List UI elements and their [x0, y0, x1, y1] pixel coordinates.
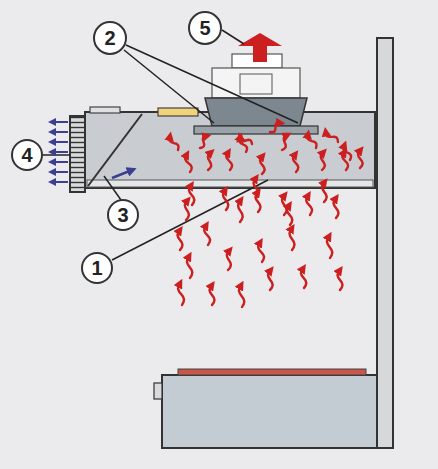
airflow-arrow: [178, 230, 183, 250]
airflow-arrow: [239, 285, 244, 307]
airflow-arrow: [210, 285, 215, 305]
leader-line: [104, 176, 121, 200]
airflow-arrow: [293, 154, 298, 172]
airflow-arrow: [306, 195, 312, 215]
airflow-arrow: [358, 150, 363, 168]
exhaust-air-arrow: [52, 171, 68, 173]
leader-line: [42, 154, 70, 156]
airflow-arrow: [338, 270, 343, 290]
airflow-arrow: [185, 154, 192, 172]
fan-inlet: [194, 126, 318, 134]
airflow-arrow: [270, 123, 281, 132]
airflow-arrow: [321, 152, 325, 170]
airflow-arrow: [344, 145, 352, 160]
airflow-arrow: [326, 132, 338, 142]
airflow-arrow: [327, 236, 332, 258]
airflow-arrow: [254, 178, 259, 198]
airflow-arrow: [308, 134, 317, 148]
leader-line: [124, 50, 214, 123]
airflow-arrow: [178, 283, 184, 305]
airflow-arrow: [260, 156, 265, 174]
baffle-line: [88, 114, 142, 186]
knob: [154, 383, 162, 399]
callout-number: 2: [93, 21, 127, 55]
exhaust-air-arrow: [52, 161, 68, 163]
wall: [377, 38, 393, 448]
airflow-arrow: [226, 152, 232, 170]
exhaust-air-arrow: [52, 141, 68, 143]
airflow-arrow: [223, 190, 228, 210]
hood-port: [90, 107, 120, 113]
exhaust-air-arrow: [52, 181, 68, 183]
filter-grille: [70, 116, 85, 192]
airflow-arrow: [282, 135, 288, 150]
airflow-arrow: [170, 136, 179, 150]
callout-text: 5: [199, 18, 210, 38]
airflow-arrow: [189, 185, 194, 205]
airflow-arrow: [238, 200, 243, 222]
leader-line: [222, 30, 244, 44]
airflow-arrow: [187, 256, 192, 278]
fan-housing: [212, 68, 300, 98]
hood-light: [158, 108, 198, 116]
hood-lower-edge: [87, 180, 373, 187]
airflow-arrow: [301, 268, 306, 288]
callout-number: 4: [11, 139, 43, 171]
fan-shroud: [205, 98, 307, 126]
exhaust-arrow-head: [238, 33, 282, 46]
callout-text: 4: [21, 145, 32, 165]
hot-plate: [178, 369, 366, 375]
airflow-arrow: [200, 136, 207, 148]
airflow-arrow: [282, 195, 287, 215]
callout-number: 1: [81, 252, 113, 284]
leader-line: [126, 45, 298, 123]
cooking-table: [162, 375, 377, 448]
airflow-arrow: [322, 182, 327, 202]
airflow-arrow: [208, 152, 211, 170]
airflow-arrow: [342, 152, 348, 170]
exhaust-air-arrow: [52, 151, 68, 153]
callout-number: 5: [188, 11, 222, 45]
fan-motor: [240, 74, 272, 94]
callout-text: 1: [91, 258, 102, 278]
airflow-arrow: [287, 205, 292, 225]
exhaust-arrow: [253, 44, 267, 62]
exhaust-air-arrow: [52, 121, 68, 123]
exhaust-air-arrow: [52, 131, 68, 133]
airflow-arrow: [185, 200, 189, 220]
airflow-arrow: [258, 242, 264, 262]
airflow-arrow: [268, 270, 273, 290]
airflow-arrow: [240, 137, 252, 144]
airflow-arrow: [334, 198, 339, 218]
callout-number: 3: [107, 199, 139, 231]
airflow-arrow: [112, 170, 132, 178]
airflow-arrow: [204, 225, 210, 245]
callout-text: 3: [117, 205, 128, 225]
airflow-arrow: [290, 228, 295, 250]
callout-text: 2: [104, 28, 115, 48]
airflow-arrow: [227, 250, 231, 270]
